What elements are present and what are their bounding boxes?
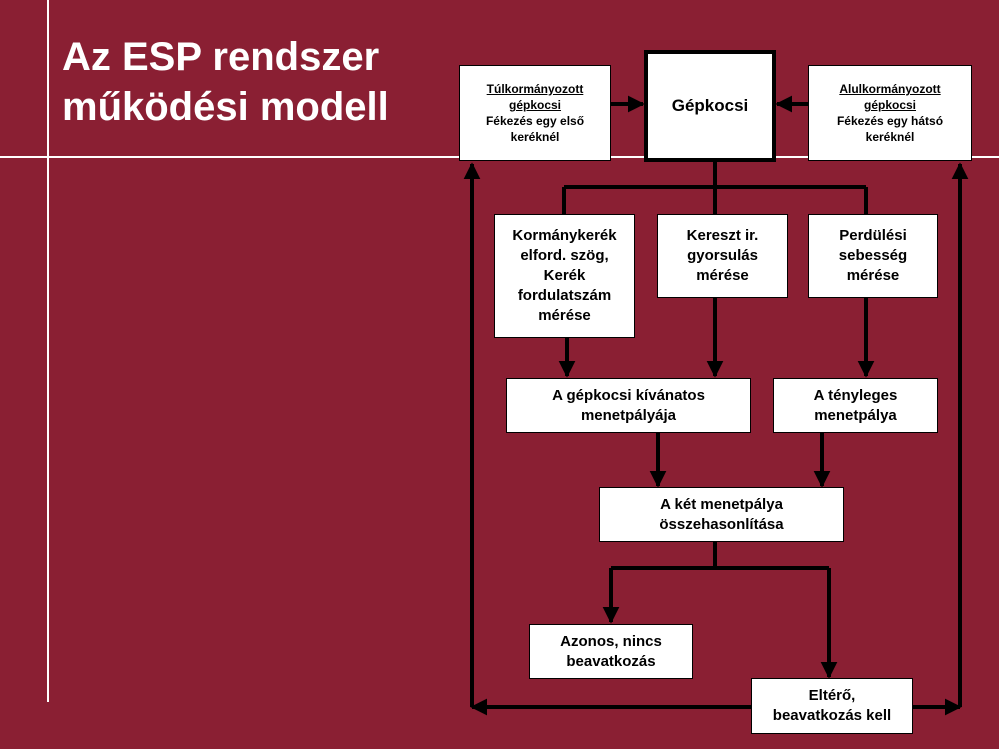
yaw-line-1: Perdülési xyxy=(839,227,907,244)
lateral-line-2: gyorsulás xyxy=(687,247,758,264)
compare-line-2: összehasonlítása xyxy=(659,515,784,533)
actual-path-box: A tényleges menetpálya xyxy=(773,378,938,433)
steering-measure-box: Kormánykerék elford. szög, Kerék fordula… xyxy=(494,214,635,338)
steering-line-3: Kerék xyxy=(543,267,586,284)
understeer-box: Alulkormányozott gépkocsi Fékezés egy há… xyxy=(808,65,972,161)
lateral-accel-box: Kereszt ir. gyorsulás mérése xyxy=(657,214,788,298)
oversteer-heading: Túlkormányozott gépkocsi xyxy=(486,82,584,112)
steering-line-2: elford. szög, xyxy=(520,247,609,264)
compare-line-1: A két menetpálya xyxy=(660,495,783,513)
car-label: Gépkocsi xyxy=(671,96,749,115)
same-line-2: beavatkozás xyxy=(566,652,656,670)
yaw-rate-box: Perdülési sebesség mérése xyxy=(808,214,938,298)
oversteer-action: Fékezés egy első keréknél xyxy=(485,114,585,144)
different-line-1: Eltérő, xyxy=(808,687,856,704)
oversteer-box: Túlkormányozott gépkocsi Fékezés egy els… xyxy=(459,65,611,161)
steering-line-4: fordulatszám xyxy=(517,287,612,304)
actual-line-1: A tényleges xyxy=(813,386,898,404)
left-accent-line xyxy=(47,0,49,702)
lateral-line-3: mérése xyxy=(696,267,749,284)
compare-box: A két menetpálya összehasonlítása xyxy=(599,487,844,542)
yaw-line-3: mérése xyxy=(846,267,900,284)
desired-line-2: menetpályája xyxy=(580,406,677,424)
understeer-heading: Alulkormányozott gépkocsi xyxy=(839,82,941,112)
actual-line-2: menetpálya xyxy=(814,406,897,424)
no-intervention-box: Azonos, nincs beavatkozás xyxy=(529,624,693,679)
car-box: Gépkocsi xyxy=(644,50,776,162)
yaw-line-2: sebesség xyxy=(838,247,908,264)
intervention-box: Eltérő, beavatkozás kell xyxy=(751,678,913,734)
steering-line-5: mérése xyxy=(538,307,591,324)
desired-path-box: A gépkocsi kívánatos menetpályája xyxy=(506,378,751,433)
desired-line-1: A gépkocsi kívánatos xyxy=(552,386,705,404)
understeer-action: Fékezés egy hátsó keréknél xyxy=(836,114,944,144)
steering-line-1: Kormánykerék xyxy=(512,227,617,244)
lateral-line-1: Kereszt ir. xyxy=(686,227,759,244)
different-line-2: beavatkozás kell xyxy=(772,707,892,724)
same-line-1: Azonos, nincs xyxy=(560,632,662,650)
